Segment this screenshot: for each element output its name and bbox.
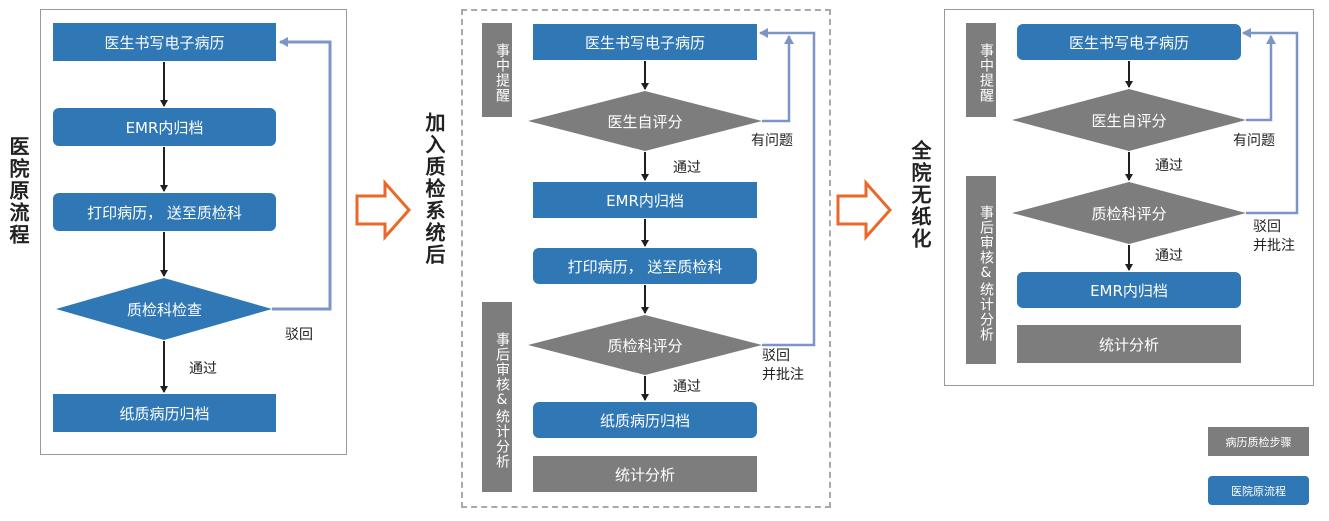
diamond-self-eval-2 <box>528 91 762 151</box>
node-stats-2: 统计分析 <box>533 456 757 492</box>
diamond-qc-score-3 <box>1012 182 1246 244</box>
label-pass1-2: 通过 <box>673 160 701 176</box>
label-pass2-3: 通过 <box>1155 248 1183 264</box>
node-print-send: 打印病历， 送至质检科 <box>53 193 276 231</box>
node-self-eval-3: 医生自评分 <box>1091 111 1167 130</box>
node-qc-check: 质检科检查 <box>126 300 202 319</box>
feedback-s2-reject <box>759 28 816 347</box>
node-print-send-2: 打印病历， 送至质检科 <box>533 248 757 284</box>
label-has-issue-2: 有问题 <box>751 133 793 149</box>
feedback-s3-reject <box>1242 28 1299 215</box>
panel-original-flow <box>40 9 347 455</box>
section-title-paperless: 全院无纸化 <box>908 140 932 250</box>
diamond-shapes <box>56 89 1246 375</box>
node-stats-3: 统计分析 <box>1017 325 1241 363</box>
feedback-s1 <box>272 37 332 311</box>
label-pass2-2: 通过 <box>673 379 701 395</box>
node-emr-archive-2: EMR内归档 <box>533 182 757 218</box>
node-self-eval-2: 医生自评分 <box>607 112 683 131</box>
feedback-s2-issue <box>762 35 794 123</box>
section-title-original: 医院原流程 <box>6 136 30 246</box>
side-label-during-3: 事中提醒 <box>966 23 996 117</box>
legend-qc-steps: 病历质检步骤 <box>1208 427 1309 456</box>
side-label-after: 事后审核&统计分析 <box>482 302 512 492</box>
diamond-qc-check <box>56 278 272 340</box>
transition-arrow-2 <box>836 179 893 241</box>
transition-arrow-1 <box>355 179 412 241</box>
diamond-self-eval-3 <box>1012 89 1246 151</box>
node-qc-score-2: 质检科评分 <box>607 336 683 355</box>
node-paper-archive: 纸质病历归档 <box>53 394 276 432</box>
label-reject-annotate-3: 驳回 并批注 <box>1253 219 1295 254</box>
node-emr-archive: EMR内归档 <box>53 108 276 146</box>
node-write-emr-3: 医生书写电子病历 <box>1017 24 1241 60</box>
node-emr-archive-3: EMR内归档 <box>1017 272 1241 308</box>
node-qc-score-3: 质检科评分 <box>1091 204 1167 223</box>
node-write-emr: 医生书写电子病历 <box>53 23 276 61</box>
side-label-during: 事中提醒 <box>482 23 512 117</box>
label-pass: 通过 <box>189 361 217 377</box>
section-title-qc-added: 加入质检系统后 <box>422 112 446 266</box>
node-paper-archive-2: 纸质病历归档 <box>533 402 757 438</box>
node-write-emr-2: 医生书写电子病历 <box>533 24 757 60</box>
label-reject: 驳回 <box>285 327 313 343</box>
label-pass1-3: 通过 <box>1155 158 1183 174</box>
side-label-after-3: 事后审核&统计分析 <box>966 176 996 364</box>
feedback-s3-issue <box>1246 35 1276 122</box>
label-has-issue-3: 有问题 <box>1233 133 1275 149</box>
label-reject-annotate-2: 驳回 并批注 <box>762 348 804 383</box>
legend-original-flow: 医院原流程 <box>1208 476 1309 505</box>
diamond-qc-score-2 <box>528 315 762 375</box>
